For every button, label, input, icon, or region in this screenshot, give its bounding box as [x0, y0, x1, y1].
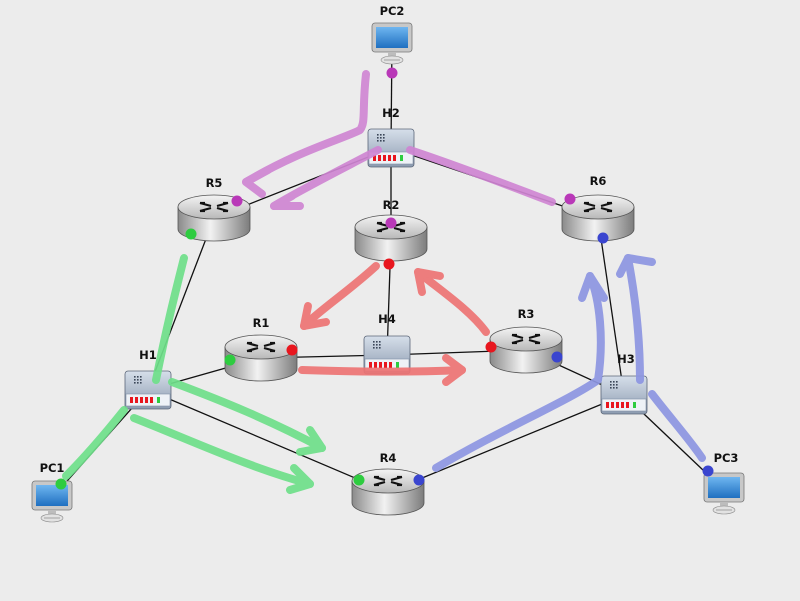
port-r6-left: [564, 193, 576, 205]
traffic-stroke-purple-flow-1: [242, 166, 272, 198]
port-r5-bottom: [185, 228, 197, 240]
traffic-stroke-purple-flow-0: [242, 70, 370, 186]
hub-label-h4: H4: [378, 312, 396, 326]
traffic-stroke-blue-flow-0: [432, 272, 605, 472]
traffic-stroke-red-flow-4: [298, 366, 466, 376]
traffic-stroke-green-flow-1: [62, 406, 128, 480]
port-r5-top: [231, 195, 243, 207]
port-r6-bottom: [597, 232, 609, 244]
port-r3-left: [485, 341, 497, 353]
traffic-stroke-purple-flow-4: [406, 146, 556, 206]
port-r1-left: [224, 354, 236, 366]
pc-label-pc2: PC2: [380, 4, 405, 18]
hub-h3[interactable]: H3: [600, 352, 648, 415]
port-r4-right: [413, 474, 425, 486]
link-h1-r4: [147, 389, 389, 493]
router-r6[interactable]: R6: [561, 174, 635, 242]
traffic-stroke-red-flow-0: [300, 262, 380, 330]
traffic-stroke-purple-flow-3: [270, 192, 304, 210]
router-label-r4: R4: [380, 451, 397, 465]
router-label-r6: R6: [590, 174, 607, 188]
traffic-red-flow: [298, 262, 490, 386]
router-r1[interactable]: R1: [224, 316, 298, 382]
port-r4-left: [353, 474, 365, 486]
pc-pc3[interactable]: PC3: [703, 451, 745, 515]
port-r1-right: [286, 344, 298, 356]
link-h3-r4: [387, 394, 625, 493]
traffic-stroke-green-flow-3: [296, 426, 326, 456]
pc-label-pc3: PC3: [714, 451, 739, 465]
router-label-r5: R5: [206, 176, 223, 190]
pc-pc2[interactable]: PC2: [371, 4, 413, 65]
hub-label-h2: H2: [382, 106, 400, 120]
traffic-stroke-red-flow-3: [414, 268, 444, 296]
ports-layer: [55, 67, 714, 490]
traffic-green-flow: [62, 254, 326, 494]
traffic-stroke-blue-flow-1: [578, 272, 608, 302]
traffic-stroke-red-flow-2: [414, 268, 490, 336]
port-r3-right: [551, 351, 563, 363]
router-label-r2: R2: [383, 198, 400, 212]
hub-h2[interactable]: H2: [367, 106, 415, 168]
traffic-stroke-red-flow-1: [300, 302, 330, 330]
traffic-stroke-green-flow-2: [168, 378, 326, 452]
traffic-stroke-green-flow-0: [152, 254, 188, 384]
traffic-purple-flow: [242, 70, 556, 210]
hub-label-h1: H1: [139, 348, 157, 362]
port-pc3: [702, 465, 714, 477]
traffic-stroke-green-flow-5: [286, 464, 314, 494]
pc-label-pc1: PC1: [40, 461, 65, 475]
port-pc2: [386, 67, 398, 79]
port-pc1: [55, 478, 67, 490]
traffic-stroke-blue-flow-3: [616, 254, 656, 278]
router-r2[interactable]: R2: [354, 198, 428, 262]
traffic-stroke-red-flow-5: [442, 354, 466, 386]
router-label-r3: R3: [518, 307, 535, 321]
traffic-blue-flow: [432, 254, 706, 472]
link-r6-h3: [597, 217, 625, 396]
hub-h4[interactable]: H4: [363, 312, 411, 375]
traffic-stroke-blue-flow-4: [648, 390, 706, 462]
traffic-stroke-blue-flow-2: [624, 254, 644, 384]
pc-pc1[interactable]: PC1: [31, 461, 73, 523]
traffic-arrows-layer: [62, 70, 706, 494]
traffic-stroke-green-flow-4: [130, 414, 314, 488]
router-r3[interactable]: R3: [489, 307, 563, 374]
router-label-r1: R1: [253, 316, 270, 330]
port-r2-top: [385, 217, 397, 229]
router-r4[interactable]: R4: [351, 451, 425, 516]
port-r2-bottom: [383, 258, 395, 270]
hub-label-h3: H3: [617, 352, 635, 366]
